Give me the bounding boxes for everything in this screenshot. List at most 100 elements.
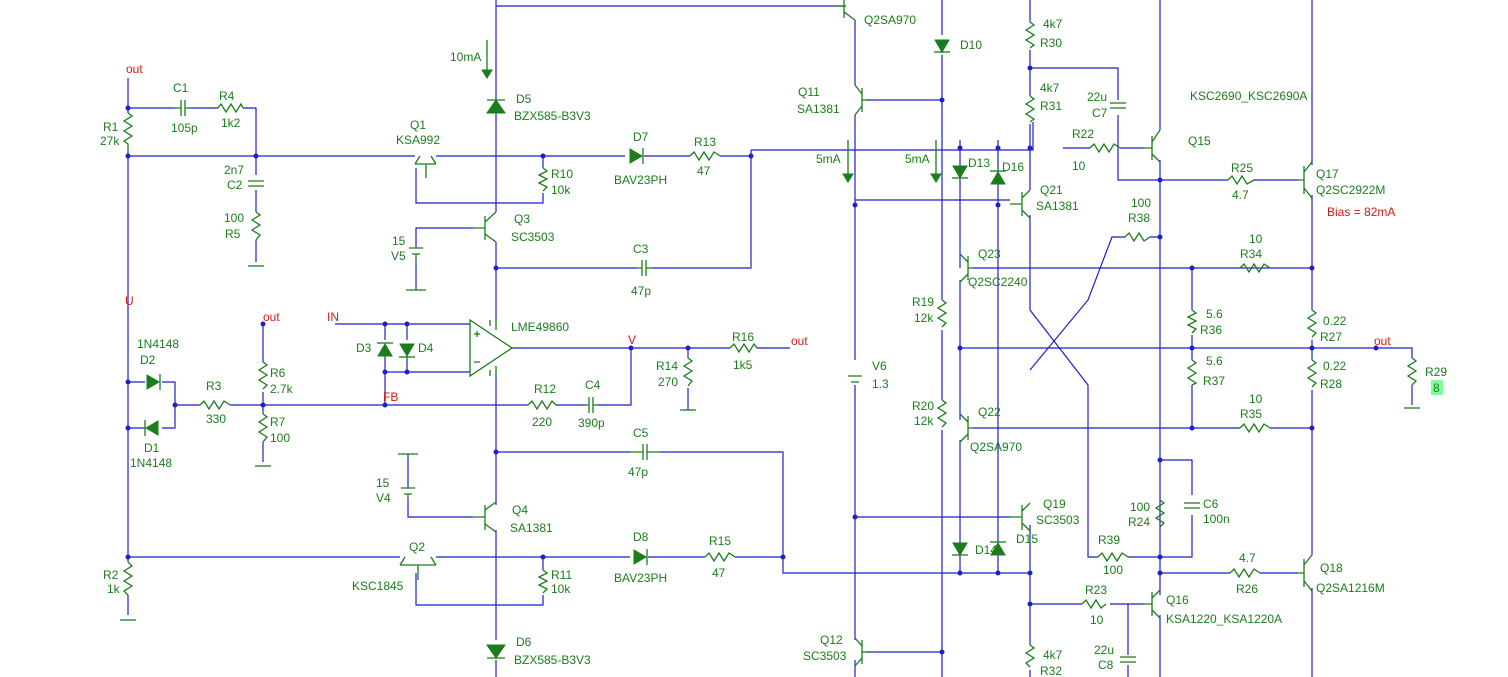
Q12-name: Q12 (820, 633, 843, 647)
Q1-value: KSA992 (396, 133, 440, 147)
D10-symbol (934, 39, 950, 53)
wires (127, 0, 1413, 677)
D1-symbol (145, 420, 159, 436)
Q2-symbol (399, 556, 437, 580)
Q21-symbol (1010, 189, 1031, 219)
R20-value: 12k (914, 414, 934, 428)
R11-value: 10k (551, 582, 571, 596)
R24-name: R24 (1128, 515, 1150, 529)
R27-name: R27 (1320, 330, 1342, 344)
R31-symbol (1024, 95, 1036, 123)
D10-name: D10 (960, 38, 982, 52)
Q18-symbol (1298, 554, 1313, 592)
R4-symbol (217, 102, 244, 114)
C1-name: C1 (173, 81, 189, 95)
R19-value: 12k (914, 311, 934, 325)
R22-value: 10 (1072, 159, 1086, 173)
R20-symbol (936, 399, 948, 428)
R29-name: R29 (1425, 365, 1447, 379)
Q16-symbol (1144, 589, 1161, 619)
R38-value: 100 (1131, 196, 1151, 210)
C8-value: 22u (1094, 643, 1114, 657)
R6-symbol (257, 361, 269, 390)
C1-symbol (175, 100, 190, 116)
R24-symbol (1154, 499, 1166, 528)
Q3-value: SC3503 (511, 230, 555, 244)
Q11-symbol (854, 84, 870, 116)
R28-name: R28 (1320, 377, 1342, 391)
C7-symbol (1110, 102, 1126, 109)
R7-value: 100 (270, 431, 290, 445)
Q17-symbol (1298, 161, 1313, 199)
R36-value: 5.6 (1206, 307, 1223, 321)
opamp-LME49860-symbol (469, 318, 514, 378)
Q16-name: Q16 (1166, 593, 1189, 607)
V5-symbol (406, 247, 426, 291)
R13-name: R13 (694, 135, 716, 149)
D7-symbol (629, 148, 643, 164)
R7-name: R7 (270, 415, 286, 429)
R15-symbol (704, 551, 736, 563)
R1-name: R1 (103, 120, 119, 134)
D7-name: D7 (633, 130, 649, 144)
D4-symbol (399, 343, 415, 357)
R37-name: R37 (1203, 374, 1225, 388)
R29-symbol (1406, 357, 1418, 386)
D5-name: D5 (516, 92, 532, 106)
D1-value: 1N4148 (130, 456, 172, 470)
net-label-fb: FB (383, 390, 398, 404)
C1-value: 105p (171, 121, 198, 135)
C6-name: C6 (1203, 497, 1219, 511)
C2-name: C2 (227, 178, 243, 192)
Q1-name: Q1 (410, 118, 426, 132)
current-10mA: 10mA (450, 50, 481, 64)
R26-value: 4.7 (1239, 551, 1256, 565)
Q23-value: Q2SC2240 (968, 275, 1028, 289)
R14-value: 270 (658, 375, 678, 389)
D3-name: D3 (356, 341, 372, 355)
Q6-value: Q2SA970 (864, 13, 916, 27)
net-label-out: out (126, 62, 143, 76)
Q18-name: Q18 (1320, 561, 1343, 575)
R32-symbol (1024, 644, 1036, 668)
C8-symbol (1120, 656, 1136, 663)
R4-name: R4 (219, 89, 235, 103)
D8-value: BAV23PH (614, 571, 667, 585)
R2-symbol (122, 561, 134, 596)
net-labels: out out out out IN U V FB (125, 62, 1391, 404)
Q22-name: Q22 (978, 405, 1001, 419)
V4-symbol (398, 453, 418, 498)
R28-symbol (1306, 359, 1318, 388)
R31-name: R31 (1040, 99, 1062, 113)
R39-value: 100 (1103, 563, 1123, 577)
R34-value: 10 (1249, 232, 1263, 246)
bias-annotation: Bias = 82mA (1327, 205, 1395, 219)
D5-value: BZX585-B3V3 (514, 109, 591, 123)
C2-value: 2n7 (224, 163, 244, 177)
R30-symbol (1024, 21, 1036, 49)
Q3-name: Q3 (514, 212, 530, 226)
R16-value: 1k5 (733, 358, 753, 372)
Q2-value: KSC1845 (352, 579, 404, 593)
R11-name: R11 (551, 568, 572, 582)
R22-symbol (1089, 142, 1121, 154)
R6-value: 2.7k (270, 382, 294, 396)
R2-name: R2 (103, 568, 119, 582)
R6-name: R6 (270, 366, 286, 380)
opamp-name: LME49860 (511, 320, 569, 334)
D16-name: D16 (1002, 160, 1024, 174)
V4-name: V4 (376, 491, 391, 505)
D8-symbol (633, 549, 647, 565)
R12-value: 220 (532, 415, 552, 429)
R34-symbol (1239, 262, 1271, 274)
R10-value: 10k (551, 183, 571, 197)
Q19-value: SC3503 (1036, 513, 1080, 527)
Q4-name: Q4 (512, 503, 528, 517)
current-5mA-left: 5mA (816, 152, 841, 166)
C3-symbol (637, 260, 652, 276)
Q18-value: Q2SA1216M (1316, 581, 1385, 595)
R5-symbol (250, 211, 262, 241)
D3-symbol (377, 343, 393, 357)
V6-name: V6 (872, 359, 887, 373)
